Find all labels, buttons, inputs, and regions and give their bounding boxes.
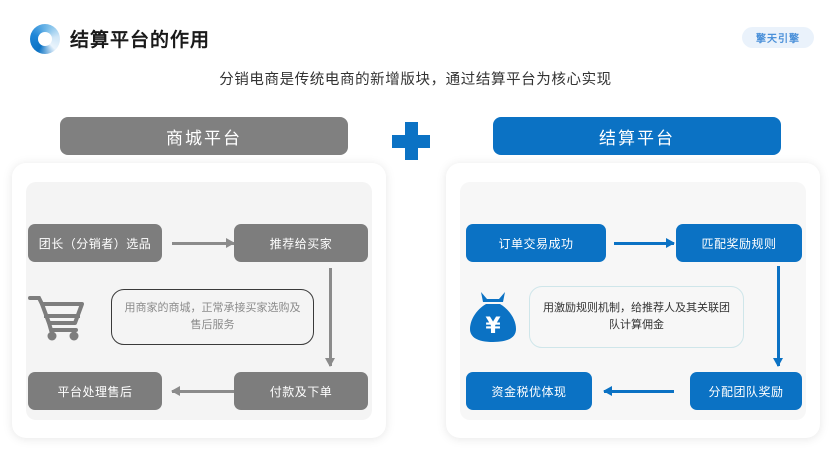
brand-ring-logo [30,24,60,54]
brand-badge: 擎天引擎 [742,27,814,48]
shopping-cart-icon [28,292,84,342]
subtitle-text: 分销电商是传统电商的新增版块，通过结算平台为核心实现 [219,72,612,88]
svg-text:¥: ¥ [485,314,501,339]
flow-box-mall-4[interactable]: 付款及下单 [234,372,368,410]
flow-box-mall-2[interactable]: 推荐给买家 [234,224,368,262]
flow-box-settlement-4[interactable]: 分配团队奖励 [690,372,802,410]
arrow-settlement-bottom-left [603,372,674,410]
flow-box-settlement-3[interactable]: 资金税优体现 [466,372,592,410]
note-settlement-platform: 用激励规则机制，给推荐人及其关联团队计算佣金 [529,286,744,348]
arrow-settlement-top-right [614,224,675,262]
flow-box-mall-1[interactable]: 团长（分销者）选品 [28,224,162,262]
flow-box-settlement-2[interactable]: 匹配奖励规则 [676,224,802,262]
arrow-mall-bottom-left [171,372,234,410]
panel-header-mall-platform: 商城平台 [60,117,348,155]
page-title: 结算平台的作用 [70,30,211,51]
plus-icon [392,122,430,160]
page-header: 结算平台的作用 擎天引擎 [0,0,831,62]
money-bag-icon: ¥ [464,288,522,346]
flow-box-mall-3[interactable]: 平台处理售后 [28,372,162,410]
note-mall-platform: 用商家的商城，正常承接买家选购及售后服务 [111,289,314,345]
flow-box-settlement-1[interactable]: 订单交易成功 [466,224,606,262]
arrow-mall-side-down [322,268,338,367]
arrow-settlement-side-down [770,266,786,367]
panel-header-settlement-platform: 结算平台 [493,117,781,155]
arrow-mall-top-right [172,224,235,262]
